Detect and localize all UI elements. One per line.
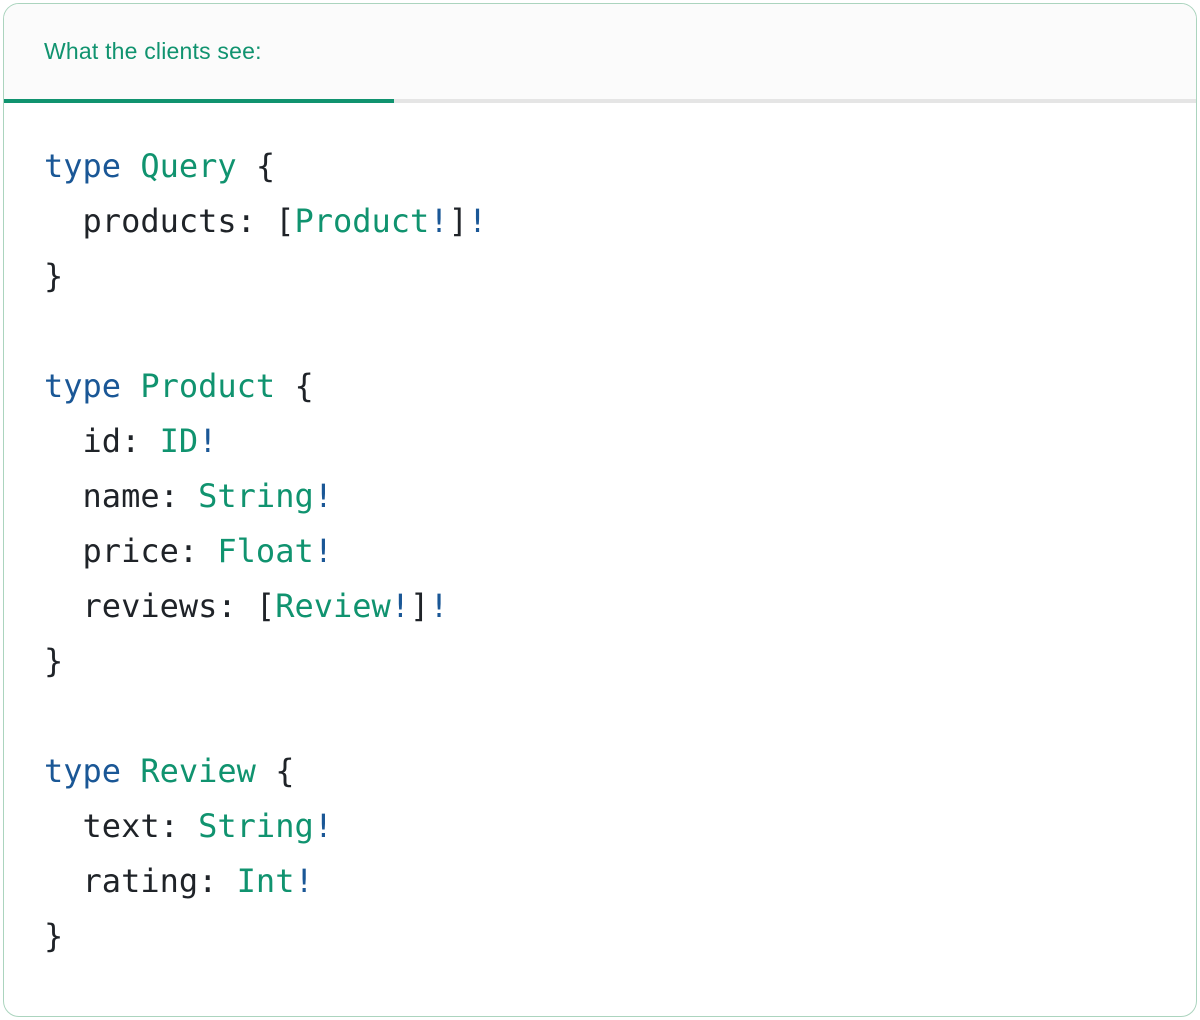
code-token-ty: Review <box>140 752 256 790</box>
code-line: name: String! <box>44 469 1176 524</box>
code-token-pl: { <box>275 367 314 405</box>
code-line: } <box>44 909 1176 964</box>
code-token-ty: Int <box>236 862 295 900</box>
code-token-pl: reviews: [ <box>44 587 276 625</box>
tab-bar: What the clients see: <box>4 4 1196 99</box>
code-token-ty: Product <box>294 202 430 240</box>
code-token-pl: } <box>44 917 64 955</box>
code-token-pl: products: [ <box>44 202 295 240</box>
code-token-ty: Query <box>140 147 237 185</box>
code-token-bang: ! <box>429 202 449 240</box>
code-token-ty: Review <box>275 587 391 625</box>
code-line: text: String! <box>44 799 1176 854</box>
code-token-pl: id: <box>44 422 160 460</box>
code-token-kw: type <box>44 147 122 185</box>
code-token-pl: ] <box>448 202 468 240</box>
code-token-pl: } <box>44 257 64 295</box>
code-token-kw: type <box>44 367 122 405</box>
code-token-pl: text: <box>44 807 199 845</box>
code-line: } <box>44 634 1176 689</box>
code-token-pl: name: <box>44 477 199 515</box>
code-token-kw: type <box>44 752 122 790</box>
code-token-bang: ! <box>429 587 449 625</box>
code-line <box>44 304 1176 359</box>
code-token-ty: ID <box>159 422 199 460</box>
code-line: price: Float! <box>44 524 1176 579</box>
tab-bar-divider <box>394 99 1196 103</box>
code-line <box>44 689 1176 744</box>
tab-what-clients-see[interactable]: What the clients see: <box>4 4 262 99</box>
code-token-pl: price: <box>44 532 218 570</box>
code-token-bang: ! <box>313 807 333 845</box>
code-line: type Product { <box>44 359 1176 414</box>
code-token-pl: { <box>236 147 276 185</box>
active-tab-underline <box>4 99 394 103</box>
code-token-bang: ! <box>313 477 333 515</box>
code-token-bang: ! <box>313 532 333 570</box>
code-token-bang: ! <box>467 202 488 240</box>
schema-panel-card: What the clients see: type Query { produ… <box>3 3 1197 1017</box>
code-line: reviews: [Review!]! <box>44 579 1176 634</box>
tab-label: What the clients see: <box>44 38 262 64</box>
code-token-bang: ! <box>294 862 314 900</box>
code-token-bang: ! <box>198 422 218 460</box>
code-line: rating: Int! <box>44 854 1176 909</box>
code-line: id: ID! <box>44 414 1176 469</box>
code-token-pl: ] <box>410 587 430 625</box>
code-token-ty: String <box>198 807 314 845</box>
code-token-ty: Product <box>140 367 276 405</box>
code-line: type Review { <box>44 744 1176 799</box>
code-token-pl <box>121 367 140 405</box>
code-token-ty: Float <box>217 532 314 570</box>
code-token-bang: ! <box>390 587 411 625</box>
code-token-pl: } <box>44 642 64 680</box>
code-token-pl: { <box>255 752 295 790</box>
code-line: type Query { <box>44 139 1176 194</box>
code-block: type Query { products: [Product!]!} type… <box>4 99 1196 964</box>
code-token-pl <box>121 752 140 790</box>
code-line: products: [Product!]! <box>44 194 1176 249</box>
code-token-pl: rating: <box>44 862 237 900</box>
code-token-ty: String <box>198 477 314 515</box>
code-line: } <box>44 249 1176 304</box>
code-token-pl <box>121 147 140 185</box>
